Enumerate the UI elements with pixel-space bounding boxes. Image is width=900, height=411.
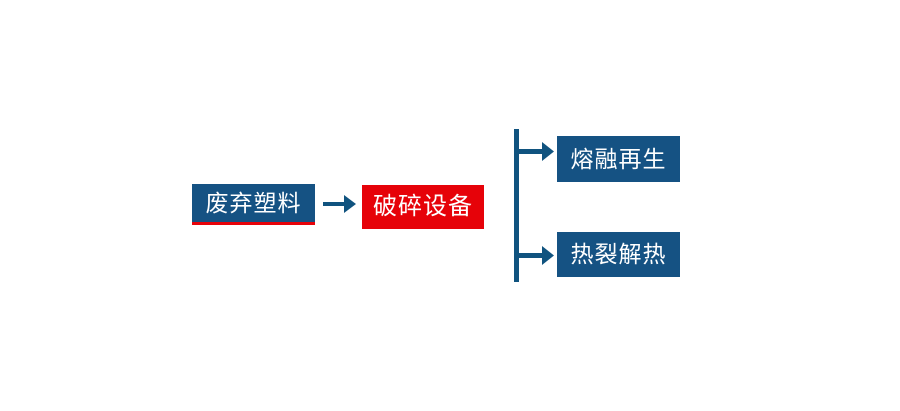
- node-melt-regeneration[interactable]: 熔融再生: [557, 136, 680, 182]
- node-process-label: 破碎设备: [373, 193, 473, 220]
- node-input-waste-plastic[interactable]: 废弃塑料: [192, 184, 315, 225]
- branch-bracket-icon: [508, 124, 566, 286]
- arrow-right-icon: [322, 188, 358, 220]
- node-pyrolysis-heat[interactable]: 热裂解热: [557, 232, 680, 277]
- node-out-top-label: 熔融再生: [570, 145, 667, 172]
- node-out-bottom-label: 热裂解热: [570, 241, 667, 267]
- node-input-label: 废弃塑料: [205, 189, 302, 216]
- node-crushing-equipment[interactable]: 破碎设备: [362, 185, 484, 229]
